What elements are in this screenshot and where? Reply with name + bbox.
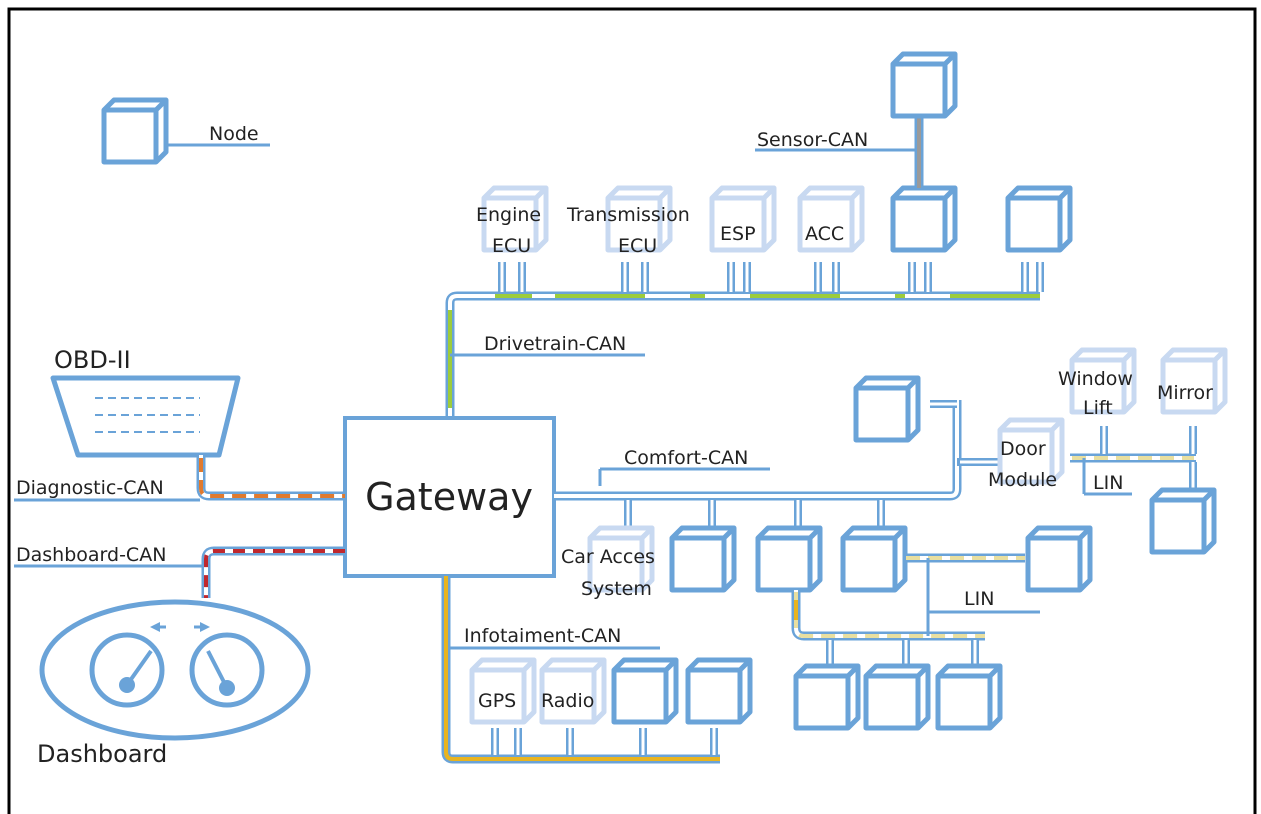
car-access-label-line2: System: [581, 578, 652, 600]
legend-node-label: Node: [209, 123, 259, 145]
obd-label: OBD-II: [54, 346, 131, 374]
legend: Node: [104, 100, 270, 162]
door-lin-node-bottom: [1152, 490, 1214, 552]
diagnostic-can-label: Diagnostic-CAN: [16, 477, 164, 499]
transmission-ecu-label-line1: Transmission: [566, 204, 690, 226]
dashboard-can-label: Dashboard-CAN: [16, 544, 166, 566]
sensor-can-label: Sensor-CAN: [757, 129, 868, 151]
infotainment-node-1: [614, 660, 676, 722]
acc-node: ACC: [800, 188, 862, 250]
car-access-system-node: Car Acces System: [561, 528, 655, 600]
comfort-lin-node-right: [1028, 528, 1090, 590]
infotainment-node-2: [688, 660, 750, 722]
gps-label: GPS: [478, 690, 516, 712]
comfort-lin-node-2: [866, 666, 928, 728]
door-lin-bus: LIN: [1070, 453, 1196, 496]
esp-node: ESP: [712, 188, 774, 250]
dashboard-can-bus: Dashboard-CAN: [14, 544, 345, 598]
comfort-node-top: [856, 378, 918, 440]
engine-ecu-node: Engine ECU: [476, 188, 546, 257]
radio-label: Radio: [541, 690, 594, 712]
dashboard-label: Dashboard: [37, 740, 167, 768]
gateway: Gateway: [343, 416, 556, 578]
window-lift-label-line2: Lift: [1083, 397, 1113, 419]
left-arrow-icon: [150, 622, 160, 632]
engine-ecu-label-line2: ECU: [492, 235, 531, 257]
drivetrain-node-sensor-hub: [893, 188, 955, 250]
door-module-node: Door Module: [988, 420, 1062, 491]
esp-label: ESP: [720, 223, 756, 245]
door-lin-label: LIN: [1093, 472, 1123, 494]
window-lift-label-line1: Window: [1058, 368, 1133, 390]
drivetrain-stubs: [498, 262, 1044, 292]
transmission-ecu-label-line2: ECU: [618, 235, 657, 257]
door-module-label-line1: Door: [1000, 438, 1046, 460]
sensor-can-bus: Sensor-CAN: [755, 118, 924, 188]
drivetrain-can-bus: Drivetrain-CAN: [445, 291, 1040, 418]
engine-ecu-label-line1: Engine: [476, 204, 541, 226]
comfort-lin-node-1: [796, 666, 858, 728]
diagnostic-can-bus: Diagnostic-CAN: [14, 455, 345, 502]
comfort-node-2: [758, 528, 820, 590]
comfort-lin-label: LIN: [964, 588, 994, 610]
legend-node-icon: [104, 100, 166, 162]
sensor-node: [893, 54, 955, 116]
comfort-lin-bus: LIN: [791, 553, 1040, 641]
drivetrain-can-label: Drivetrain-CAN: [484, 333, 626, 355]
comfort-node-3: [843, 528, 905, 590]
car-access-label-line1: Car Acces: [561, 546, 655, 568]
radio-node: Radio: [541, 660, 604, 722]
comfort-can-label: Comfort-CAN: [624, 447, 748, 469]
right-arrow-icon: [200, 622, 210, 632]
window-lift-node: Window Lift: [1058, 350, 1134, 419]
gateway-label: Gateway: [365, 475, 533, 519]
obd-connector: OBD-II: [50, 346, 241, 458]
diagram-border: [7, 7, 1257, 814]
acc-label: ACC: [805, 223, 844, 245]
infotainment-can-label: Infotaiment-CAN: [464, 625, 621, 647]
transmission-ecu-node: Transmission ECU: [566, 188, 690, 257]
drivetrain-node-right: [1008, 188, 1070, 250]
door-module-label-line2: Module: [988, 469, 1057, 491]
comfort-can-bus: Comfort-CAN: [554, 400, 962, 501]
mirror-node: Mirror: [1157, 350, 1225, 412]
infotainment-can-bus: Infotaiment-CAN: [441, 576, 720, 764]
gps-node: GPS: [472, 660, 534, 722]
comfort-node-1: [672, 528, 734, 590]
comfort-lin-node-3: [938, 666, 1000, 728]
mirror-label: Mirror: [1157, 382, 1213, 404]
dashboard-instrument: Dashboard: [37, 599, 311, 768]
